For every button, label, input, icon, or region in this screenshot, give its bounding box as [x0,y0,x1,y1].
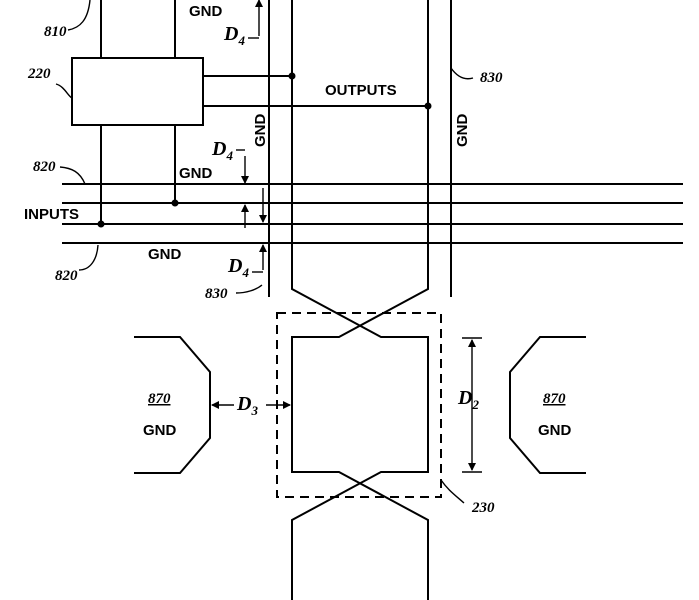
dim-d3: D3 [236,393,258,418]
ref-820-bottom: 820 [55,268,78,284]
label-gnd-lower: GND [148,246,182,263]
horizontal-lines [62,184,683,243]
output-lines [203,73,432,110]
block-220 [72,58,203,125]
label-gnd-top: GND [189,3,223,20]
leader-820-bottom [79,245,98,270]
ref-810: 810 [44,24,67,40]
ref-870-right: 870 [543,391,566,407]
leader-830-bottom [236,285,262,293]
dim-d2: D2 [457,387,479,412]
label-gnd-vert-left: GND [252,114,269,148]
ref-830-bottom: 830 [205,286,228,302]
label-gnd-vert-right: GND [454,114,471,148]
label-gnd-pad-left: GND [143,422,177,439]
leader-230 [441,480,464,503]
leader-220 [56,84,72,98]
gnd-pad-left [134,337,210,473]
ref-830-top: 830 [480,70,503,86]
ref-230: 230 [471,500,495,516]
dim-d4-bottom: D4 [227,255,249,280]
label-inputs: INPUTS [24,206,79,223]
dim-d4-top: D4 [223,23,245,48]
label-gnd-pad-right: GND [538,422,572,439]
leader-830-top [451,68,473,79]
ref-220: 220 [27,66,51,82]
ref-870-left: 870 [148,391,171,407]
leader-820-top [60,167,85,184]
block-220-group [72,0,203,228]
leader-810 [68,0,90,30]
dashed-box-230 [277,313,441,497]
dim-d4-mid: D4 [211,138,233,163]
ref-820-top: 820 [33,159,56,175]
dimension-arrows [212,0,482,472]
label-outputs: OUTPUTS [325,82,397,99]
label-gnd-mid: GND [179,165,213,182]
